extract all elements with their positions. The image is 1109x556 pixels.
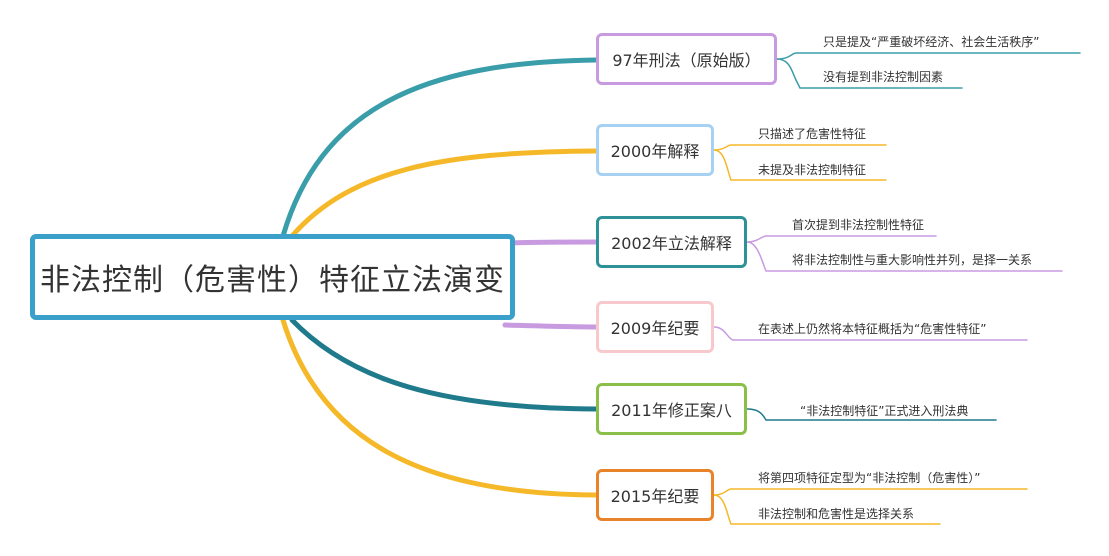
branch-2000-interpretation[interactable]: 2000年解释 [596,124,714,176]
branch-label: 2009年纪要 [610,319,700,338]
branch-2009-minutes[interactable]: 2009年纪要 [596,301,714,353]
leaf-topic[interactable]: 将非法控制性与重大影响性并列，是择一关系 [792,251,1032,268]
leaf-label: 将第四项特征定型为“非法控制（危害性）” [758,471,981,485]
leaf-topic[interactable]: 未提及非法控制特征 [758,161,866,178]
leaf-connector [713,488,1028,496]
leaf-topic[interactable]: 首次提到非法控制性特征 [792,216,924,233]
branch-connector [289,148,599,239]
leaf-label: 未提及非法控制特征 [758,163,867,177]
branch-label: 2015年纪要 [610,487,700,506]
branch-2011-amendment-eight[interactable]: 2011年修正案八 [596,383,747,435]
branch-connector [289,317,599,412]
branch-connector [502,239,599,246]
root-topic-label: 非法控制（危害性）特征立法演变 [40,263,505,298]
leaf-topic[interactable]: 只描述了危害性特征 [758,125,866,142]
branch-label: 2000年解释 [610,142,700,161]
leaf-topic[interactable]: “非法控制特征”正式进入刑法典 [800,402,968,419]
leaf-connector [713,149,887,181]
leaf-connector [746,408,997,421]
branch-label: 2002年立法解释 [611,234,732,253]
branch-label: 2011年修正案八 [611,401,732,420]
leaf-connector [776,52,1081,60]
leaf-label: 只描述了危害性特征 [758,127,867,141]
root-topic[interactable]: 非法控制（危害性）特征立法演变 [30,234,515,320]
leaf-topic[interactable]: 非法控制和危害性是选择关系 [758,505,914,522]
branch-connector [280,57,599,239]
leaf-label: 非法控制和危害性是选择关系 [758,507,915,521]
leaf-connector [746,235,937,243]
branch-label: 97年刑法（原始版） [612,51,761,70]
leaf-label: 将非法控制性与重大影响性并列，是择一关系 [792,253,1033,267]
leaf-label: “非法控制特征”正式进入刑法典 [800,404,969,418]
leaf-connector [776,58,963,89]
leaf-topic[interactable]: 只是提及“严重破坏经济、社会生活秩序” [823,33,1039,50]
leaf-topic[interactable]: 将第四项特征定型为“非法控制（危害性）” [758,469,980,486]
branch-2002-legislative-interpretation[interactable]: 2002年立法解释 [596,216,747,268]
leaf-label: 首次提到非法控制性特征 [792,218,925,232]
branch-2015-minutes[interactable]: 2015年纪要 [596,469,714,521]
leaf-connector [746,241,1063,272]
leaf-label: 没有提到非法控制因素 [823,70,944,84]
leaf-connector [713,144,887,151]
branch-connector [502,322,599,330]
leaf-label: 只是提及“严重破坏经济、社会生活秩序” [823,35,1040,49]
leaf-label: 在表述上仍然将本特征概括为“危害性特征” [758,322,987,336]
leaf-connector [713,494,941,525]
branch-connector [280,317,599,498]
leaf-topic[interactable]: 没有提到非法控制因素 [823,68,943,85]
leaf-topic[interactable]: 在表述上仍然将本特征概括为“危害性特征” [758,320,986,337]
leaf-connector [713,326,1028,341]
branch-97-criminal-law[interactable]: 97年刑法（原始版） [596,33,777,85]
